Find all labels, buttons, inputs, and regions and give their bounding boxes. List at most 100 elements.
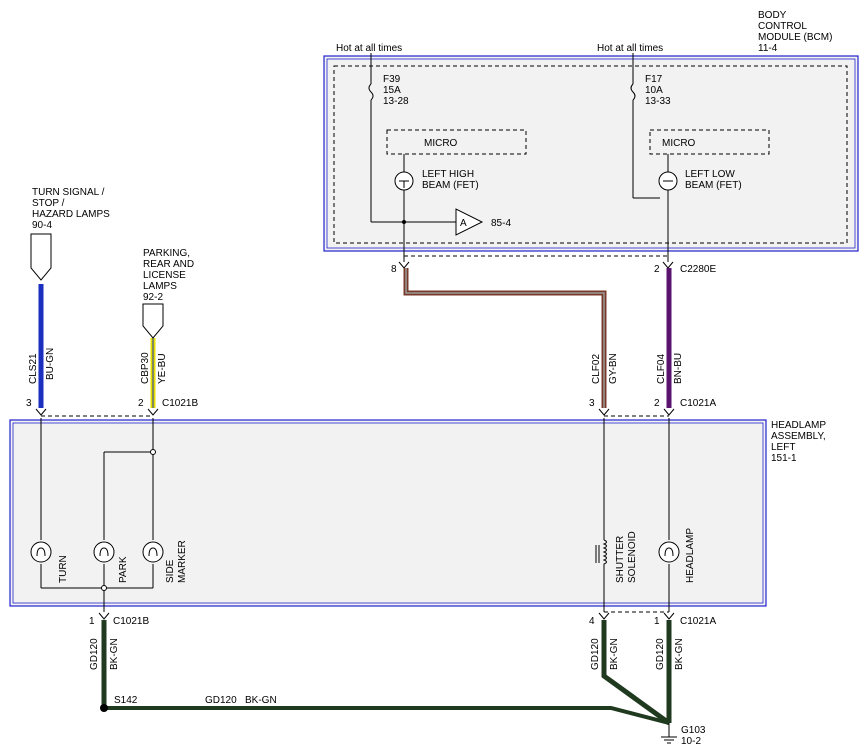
ground-wiring: S142 GD120 BK-GN GD120 BK-GN GD120 BK-GN… [89,620,706,747]
wire-gd120-right-color: BK-GN [674,638,685,670]
c1021a-pin-3: 3 [589,398,595,409]
wire-gd120-bottom-color: BK-GN [245,695,277,706]
connector-c2280e-label: C2280E [680,264,716,275]
turn-signal-line-3: HAZARD LAMPS [32,209,110,220]
side-marker-bulb-icon [142,541,164,563]
shutter-label-1: SHUTTER [615,536,626,583]
c1021a-bottom-pin-4: 4 [589,616,595,627]
c1021a-bottom-label: C1021A [680,616,716,627]
pin-2-arrow-icon [662,261,674,269]
parking-reference: PARKING, REAR AND LICENSE LAMPS 92-2 [142,248,194,339]
side-marker-label-1: SIDE [165,559,176,583]
ref-triangle-icon [455,208,484,236]
fuse-f39-rating: 15A [383,85,401,96]
wire-clf04-circuit: CLF04 [656,354,667,384]
wire-clf04-color: BN-BU [673,353,684,384]
hot-label-left: Hot at all times [336,43,402,54]
micro-box-right [649,129,770,155]
wire-gd120-bottom [104,706,670,725]
fet-right-label-2: BEAM (FET) [685,180,742,191]
ref-page: 85-4 [491,218,511,229]
headlamp-title-2: ASSEMBLY, [771,431,826,442]
headlamp-outer-frame [9,419,767,607]
fuse-f39-page: 13-28 [383,96,409,107]
pin-8-arrow-icon [398,261,410,269]
ground-g103-label: G103 [681,725,706,736]
pin-2-arrow-icon [147,408,159,416]
c1021a-bottom-pin-1: 1 [654,616,660,627]
connector-c1021a-top: 3 2 C1021A [589,398,716,417]
pin-2-arrow-icon [663,408,675,416]
park-label: PARK [118,556,129,583]
turn-label: TURN [58,555,69,583]
wire-gd120-right-circuit: GD120 [655,638,666,670]
fuse-f39-icon [368,83,374,101]
ground-g103-page: 10-2 [681,736,701,747]
bcm-module: BODY CONTROL MODULE (BCM) 11-4 Hot at al… [323,10,859,262]
hot-label-right: Hot at all times [597,43,663,54]
bcm-inner-frame [326,58,856,249]
connector-c1021a-bottom: 4 1 C1021A [589,611,716,627]
fuse-f17-label: F17 [645,74,663,85]
headlamp-bulb-icon [658,541,680,563]
wire-cls21-color: BU-GN [45,348,56,380]
headlamp-label: HEADLAMP [685,528,696,583]
wire-clf02-circuit: CLF02 [591,354,602,384]
wire-gd120-mid-circuit: GD120 [590,638,601,670]
fuse-f17-rating: 10A [645,85,663,96]
connector-c1021b-bottom: 1 C1021B [89,612,149,627]
wire-clf02 [403,268,607,408]
turn-signal-pointer-icon [30,233,52,281]
shutter-label-2: SOLENOID [627,531,638,583]
headlamp-title-4: 151-1 [771,453,797,464]
shutter-solenoid-icon [595,539,607,566]
park-bulb-icon [93,541,115,563]
pin-4-arrow-icon [598,612,610,620]
wire-cbp30-circuit: CBP30 [140,352,151,384]
bcm-dashed-boundary [333,65,848,244]
headlamp-title-1: HEADLAMP [771,420,826,431]
turn-signal-line-4: 90-4 [32,220,52,231]
pin-1-arrow-icon [98,612,110,620]
wire-gd120-bottom-circuit: GD120 [205,695,237,706]
headlamp-inner-frame [12,422,764,604]
headlamp-assembly: HEADLAMP ASSEMBLY, LEFT 151-1 [9,418,826,612]
wire-cbp30-color: YE-BU [157,353,168,384]
c1021a-top-label: C1021A [680,398,716,409]
wire-clf02-color: GY-BN [608,353,619,384]
splice-s142-icon [100,704,108,712]
c1021b-pin-3: 3 [26,398,32,409]
turn-bulb-icon [30,541,52,563]
micro-label-right: MICRO [662,138,696,149]
parking-line-5: 92-2 [143,292,163,303]
ref-symbol: A [460,218,467,229]
bcm-title-4: 11-4 [758,43,778,54]
bcm-title-3: MODULE (BCM) [758,32,832,43]
c1021a-pin-2: 2 [654,398,660,409]
pin-3-arrow-icon [598,408,610,416]
wire-gd120-left-color: BK-GN [109,638,120,670]
connector-c1021b-top: 3 2 C1021B [26,398,198,417]
turn-signal-line-1: TURN SIGNAL / [32,187,105,198]
c1021b-bottom-pin: 1 [89,616,95,627]
wire-gd120-mid-color: BK-GN [609,638,620,670]
pin-1-arrow-icon [663,612,675,620]
headlamp-title-3: LEFT [771,442,795,453]
parking-line-3: LICENSE [143,270,186,281]
bcm-title-1: BODY [758,10,787,21]
pin-8-label: 8 [391,264,397,275]
turn-signal-reference: TURN SIGNAL / STOP / HAZARD LAMPS 90-4 [30,187,110,281]
splice-s142-label: S142 [114,695,138,706]
turn-signal-line-2: STOP / [32,198,65,209]
parking-pointer-icon [142,303,164,339]
bcm-title-2: CONTROL [758,21,807,32]
wire-gd120-mid [601,620,671,726]
fet-right-label-1: LEFT LOW [685,169,735,180]
micro-box-left [386,129,527,155]
parking-line-1: PARKING, [143,248,190,259]
parking-line-4: LAMPS [143,281,177,292]
c1021b-bottom-label: C1021B [113,616,149,627]
side-marker-label-2: MARKER [177,540,188,583]
fuse-f17-page: 13-33 [645,96,671,107]
